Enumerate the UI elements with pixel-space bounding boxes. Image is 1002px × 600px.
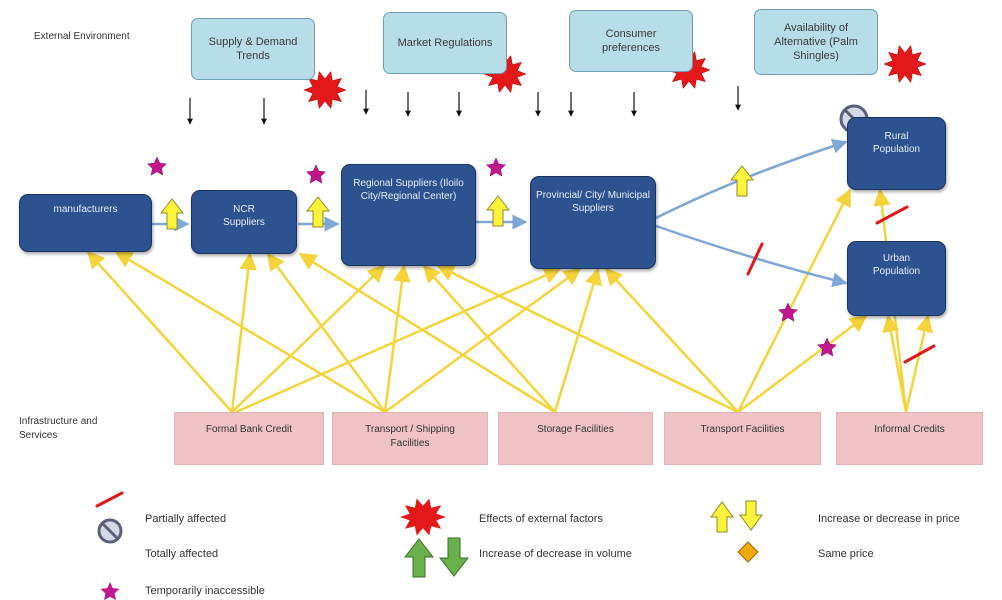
up-arrow-icon xyxy=(159,198,185,230)
legend-green-down-icon xyxy=(438,537,470,577)
infra-transport-facilities: Transport Facilities xyxy=(664,412,821,465)
legend-price-label: Increase or decrease in price xyxy=(818,513,960,525)
legend-partial-icon xyxy=(95,491,124,508)
support-arrow xyxy=(230,252,257,413)
legend-green-up-icon xyxy=(403,538,435,578)
support-arrow xyxy=(904,314,934,413)
infra-transport-shipping: Transport / Shipping Facilities xyxy=(332,412,488,465)
infra-informal-credits: Informal Credits xyxy=(836,412,983,465)
support-arrow xyxy=(86,250,233,413)
legend-star-icon xyxy=(100,582,120,600)
legend-partial-label: Partially affected xyxy=(145,513,227,525)
legend-volume-label: Increase of decrease in volume xyxy=(479,548,632,560)
up-arrow-icon xyxy=(485,195,511,227)
legend-total-label: Totally affected xyxy=(145,548,219,560)
support-arrow xyxy=(436,264,739,414)
star-icon xyxy=(816,337,838,357)
legend-yellow-down-icon xyxy=(739,500,763,531)
support-arrow xyxy=(266,252,387,413)
external-factor-alternatives: Availability of Alternative (Palm Shingl… xyxy=(754,9,878,75)
legend-diamond-icon xyxy=(737,541,759,563)
star-icon xyxy=(146,156,168,176)
support-arrow xyxy=(231,264,386,413)
up-arrow-icon xyxy=(305,196,331,228)
price-increase-arrows xyxy=(159,165,755,230)
legend-external-label: Effects of external factors xyxy=(479,513,603,525)
support-arrow xyxy=(422,264,556,413)
red-bar-icon xyxy=(746,242,764,276)
infrastructure-label: Infrastructure and Services xyxy=(19,416,98,441)
burst-icon xyxy=(303,70,347,110)
legend-graphics xyxy=(95,491,763,600)
infra-formal-bank-credit: Formal Bank Credit xyxy=(174,412,324,465)
legend-temporary-label: Temporarily inaccessible xyxy=(145,585,265,597)
legend-burst-icon xyxy=(400,498,446,536)
red-bar-icon xyxy=(903,344,936,364)
external-factor-supply-demand: Supply & Demand Trends xyxy=(191,18,315,80)
star-icon xyxy=(777,302,799,322)
inaccessible-stars xyxy=(146,156,838,357)
external-influence-arrows xyxy=(187,86,741,125)
node-ncr-suppliers: NCR Suppliers xyxy=(191,190,297,254)
external-factor-market-regulations: Market Regulations xyxy=(383,12,507,74)
infra-storage: Storage Facilities xyxy=(498,412,653,465)
partial-effect-marks xyxy=(746,205,936,364)
support-arrow xyxy=(383,264,411,413)
red-bar-icon xyxy=(875,205,909,225)
support-arrow xyxy=(736,188,852,413)
node-urban-population: Urban Population xyxy=(847,241,946,316)
support-arrow xyxy=(384,267,582,414)
support-arrow xyxy=(553,267,602,413)
star-icon xyxy=(485,157,507,177)
support-arrow xyxy=(298,252,556,414)
up-arrow-icon xyxy=(729,165,755,197)
support-arrow xyxy=(604,267,739,413)
support-arrow xyxy=(235,267,562,414)
support-arrow xyxy=(737,314,868,413)
external-factor-consumer-preferences: Consumer preferences xyxy=(569,10,693,72)
support-arrow xyxy=(114,250,386,414)
external-environment-label: External Environment xyxy=(34,31,130,42)
legend-same-price-label: Same price xyxy=(818,548,874,560)
node-provincial-suppliers: Provincial/ City/ Municipal Suppliers xyxy=(530,176,656,269)
node-manufacturers: manufacturers xyxy=(19,194,152,252)
star-icon xyxy=(305,164,327,184)
legend-yellow-up-icon xyxy=(710,501,734,533)
node-rural-population: Rural Population xyxy=(847,117,946,190)
node-regional-suppliers: Regional Suppliers (Iloilo City/Regional… xyxy=(341,164,476,266)
infrastructure-support-arrows xyxy=(86,188,934,414)
burst-icon xyxy=(883,44,927,84)
